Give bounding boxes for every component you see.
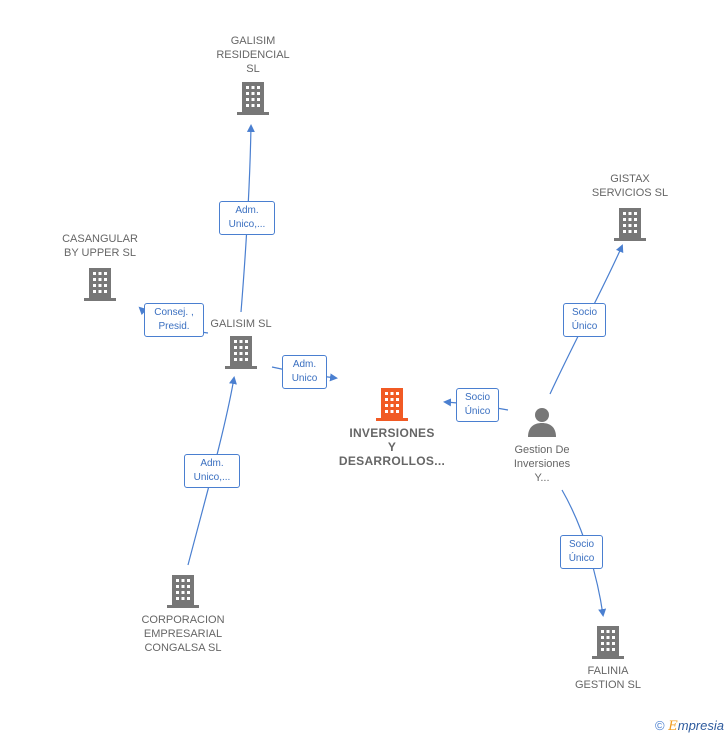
node-label: Gestion De Inversiones Y... xyxy=(513,444,571,484)
building-icon xyxy=(376,388,408,421)
node-label: CORPORACION EMPRESARIAL CONGALSA SL xyxy=(141,614,225,654)
edge-label-corporacion-galisim[interactable]: Adm. Unico,... xyxy=(184,454,240,488)
edge-label-gestion-center[interactable]: Socio Único xyxy=(456,388,499,422)
edge-label-gestion-falinia[interactable]: Socio Único xyxy=(560,535,603,569)
node-label: INVERSIONES Y DESARROLLOS... xyxy=(338,426,446,468)
person-icon xyxy=(528,408,556,437)
node-label: GALISIM RESIDENCIAL SL xyxy=(216,35,290,75)
building-icon xyxy=(237,82,269,115)
edge-label-galisim-center[interactable]: Adm. Unico xyxy=(282,355,327,389)
brand-logo-initial: E xyxy=(668,719,678,734)
node-center[interactable]: INVERSIONES Y DESARROLLOS... xyxy=(326,386,458,468)
node-label: GISTAX SERVICIOS SL xyxy=(591,173,669,199)
node-galisim-residencial[interactable]: GALISIM RESIDENCIAL SL xyxy=(198,34,308,116)
edge-label-galisim-casangular[interactable]: Consej. , Presid. xyxy=(144,303,204,337)
building-icon xyxy=(592,626,624,659)
edge-label-galisim-residencial[interactable]: Adm. Unico,... xyxy=(219,201,275,235)
building-icon xyxy=(225,336,257,369)
node-corporacion[interactable]: CORPORACION EMPRESARIAL CONGALSA SL xyxy=(128,573,238,655)
building-icon xyxy=(84,268,116,301)
building-icon xyxy=(167,575,199,608)
node-falinia[interactable]: FALINIA GESTION SL xyxy=(553,624,663,692)
node-casangular[interactable]: CASANGULAR BY UPPER SL xyxy=(45,232,155,302)
building-icon xyxy=(614,208,646,241)
node-label: GALISIM SL xyxy=(210,318,272,330)
brand-logo-text: mpresia xyxy=(677,718,724,733)
node-galisim[interactable]: GALISIM SL xyxy=(196,317,286,370)
edge-label-gestion-gistax[interactable]: Socio Único xyxy=(563,303,606,337)
node-gestion[interactable]: Gestion De Inversiones Y... xyxy=(492,406,592,485)
node-label: FALINIA GESTION SL xyxy=(574,665,642,691)
copyright-footer[interactable]: © Empresia xyxy=(655,718,724,734)
node-gistax[interactable]: GISTAX SERVICIOS SL xyxy=(575,172,685,242)
node-label: CASANGULAR BY UPPER SL xyxy=(62,233,138,259)
copyright-symbol: © xyxy=(655,718,665,733)
